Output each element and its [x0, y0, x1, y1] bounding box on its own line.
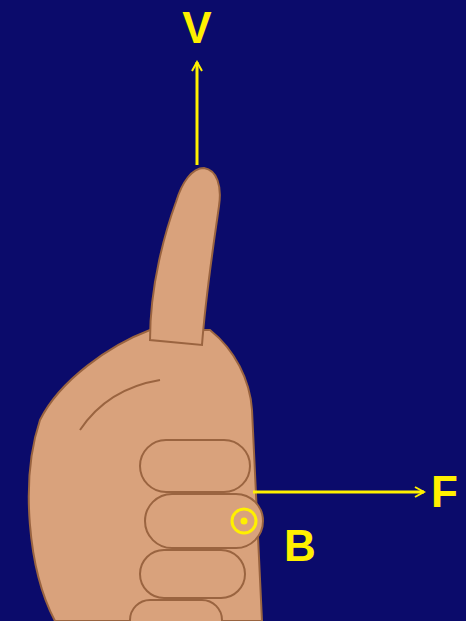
little-finger	[130, 600, 222, 621]
ring-finger	[140, 550, 245, 598]
index-finger	[140, 440, 250, 492]
hand	[29, 168, 263, 621]
palm	[29, 330, 262, 621]
velocity-label: V	[182, 6, 211, 50]
force-arrow	[253, 491, 424, 494]
thumb	[150, 168, 220, 345]
middle-finger	[145, 494, 263, 548]
velocity-arrow	[196, 62, 199, 165]
field-out-of-page-symbol	[232, 509, 256, 533]
field-label: B	[284, 524, 316, 568]
knuckle-crease	[80, 380, 160, 430]
force-label: F	[431, 470, 458, 514]
